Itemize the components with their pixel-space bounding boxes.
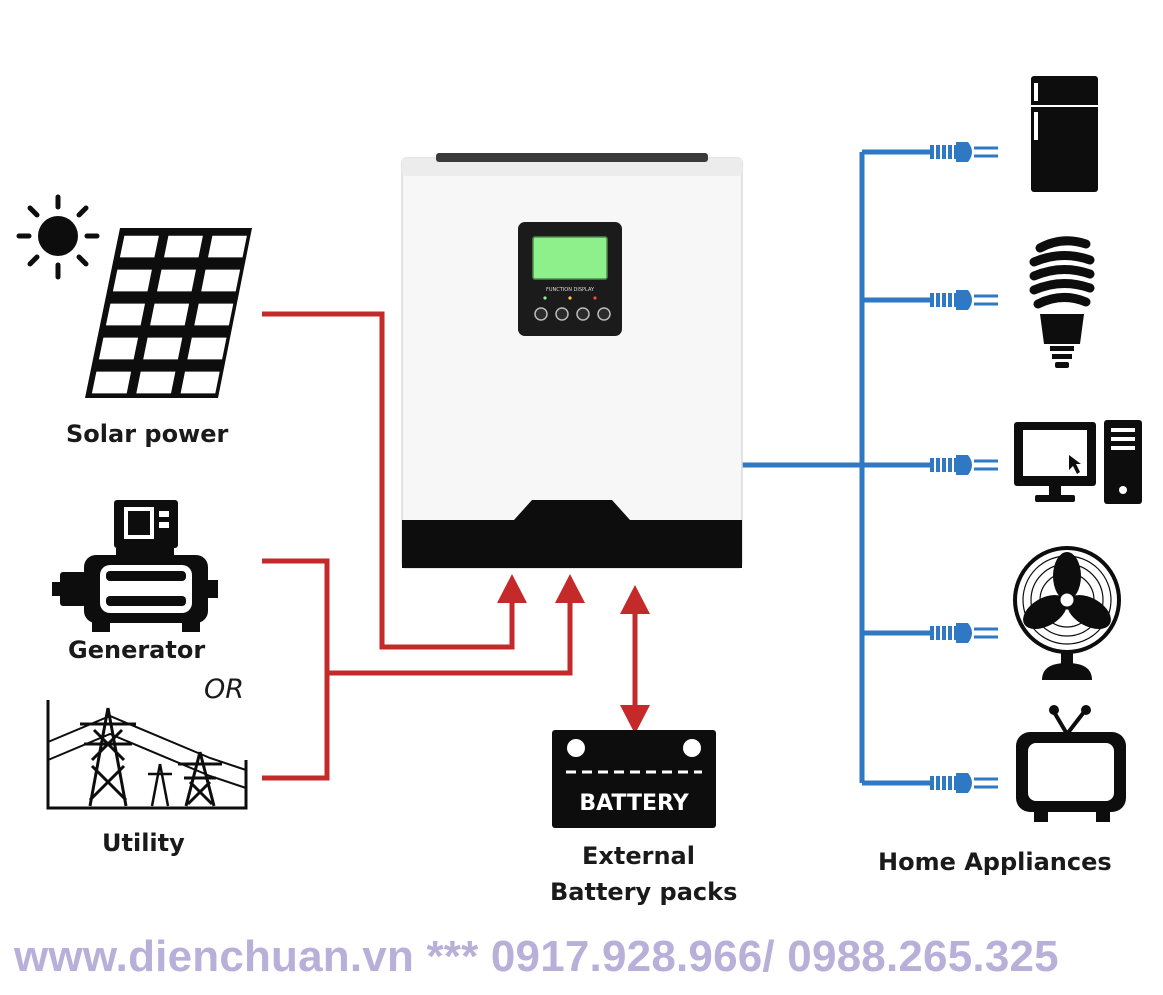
solar-arrow-head <box>497 574 527 603</box>
solar-cell <box>194 303 234 326</box>
plug-light-bulb <box>862 290 998 310</box>
home-appliances-label: Home Appliances <box>878 848 1112 876</box>
or-label: OR <box>204 674 245 705</box>
solar-cell <box>98 337 139 360</box>
battery-packs-label-line2: Battery packs <box>550 878 738 906</box>
solar-wire <box>262 311 515 650</box>
solar-cell <box>164 235 203 258</box>
plug-fan <box>862 623 998 643</box>
plug-television <box>862 773 998 793</box>
solar-cells <box>91 235 247 394</box>
status-led-2 <box>568 296 572 300</box>
battery-arrow-head-up <box>620 585 650 614</box>
battery-icon: BATTERY <box>552 730 716 828</box>
battery-icon-label: BATTERY <box>579 791 689 816</box>
solar-cell <box>143 337 183 360</box>
function-button-4[interactable] <box>597 307 611 321</box>
watermark-contact: www.dienchuan.vn *** 0917.928.966/ 0988.… <box>14 932 1059 981</box>
battery-packs-label-line1: External <box>582 842 695 870</box>
solar-panel-icon <box>85 228 252 398</box>
utility-label: Utility <box>102 829 185 857</box>
sun-icon <box>16 194 100 280</box>
output-wiring <box>742 152 865 783</box>
solar-cell <box>157 269 196 292</box>
solar-power-label: Solar power <box>66 420 229 448</box>
transmission-tower-far <box>148 763 172 807</box>
grid-wire <box>327 592 573 676</box>
solar-cell <box>136 371 176 394</box>
battery-arrow-head-down <box>620 705 650 734</box>
light-bulb-icon <box>1029 236 1095 368</box>
generator-label: Generator <box>68 636 206 664</box>
lcd-caption: FUNCTION DISPLAY <box>546 287 595 293</box>
solar-cell <box>208 235 247 258</box>
solar-cell <box>150 303 190 326</box>
input-arrows <box>497 574 650 734</box>
plug-refrigerator <box>862 142 998 162</box>
inverter-unit: FUNCTION DISPLAY <box>401 153 743 569</box>
plug-computer <box>862 455 998 475</box>
generator-icon <box>52 500 218 632</box>
grid-arrow-head <box>555 574 585 603</box>
transmission-tower-large <box>80 707 136 807</box>
utility-grid-icon <box>46 700 248 810</box>
control-panel: FUNCTION DISPLAY <box>518 222 622 336</box>
solar-cell <box>91 371 132 394</box>
generator-wire <box>262 558 330 781</box>
television-icon <box>1016 705 1126 822</box>
solar-cell <box>180 371 220 394</box>
input-wiring <box>262 311 638 781</box>
plug-rows <box>862 142 998 793</box>
transmission-tower-small <box>178 751 222 807</box>
computer-icon <box>1014 420 1142 504</box>
lcd-screen <box>532 236 608 280</box>
function-button-1[interactable] <box>534 307 548 321</box>
function-button-3[interactable] <box>576 307 590 321</box>
solar-cell <box>201 269 241 292</box>
status-led-1 <box>543 296 547 300</box>
solar-cell <box>187 337 227 360</box>
solar-cell <box>112 269 152 292</box>
solar-cell <box>105 303 145 326</box>
refrigerator-icon <box>1031 76 1098 192</box>
solar-cell <box>119 235 159 258</box>
function-button-2[interactable] <box>555 307 569 321</box>
status-led-3 <box>593 296 597 300</box>
fan-icon <box>1013 546 1121 680</box>
